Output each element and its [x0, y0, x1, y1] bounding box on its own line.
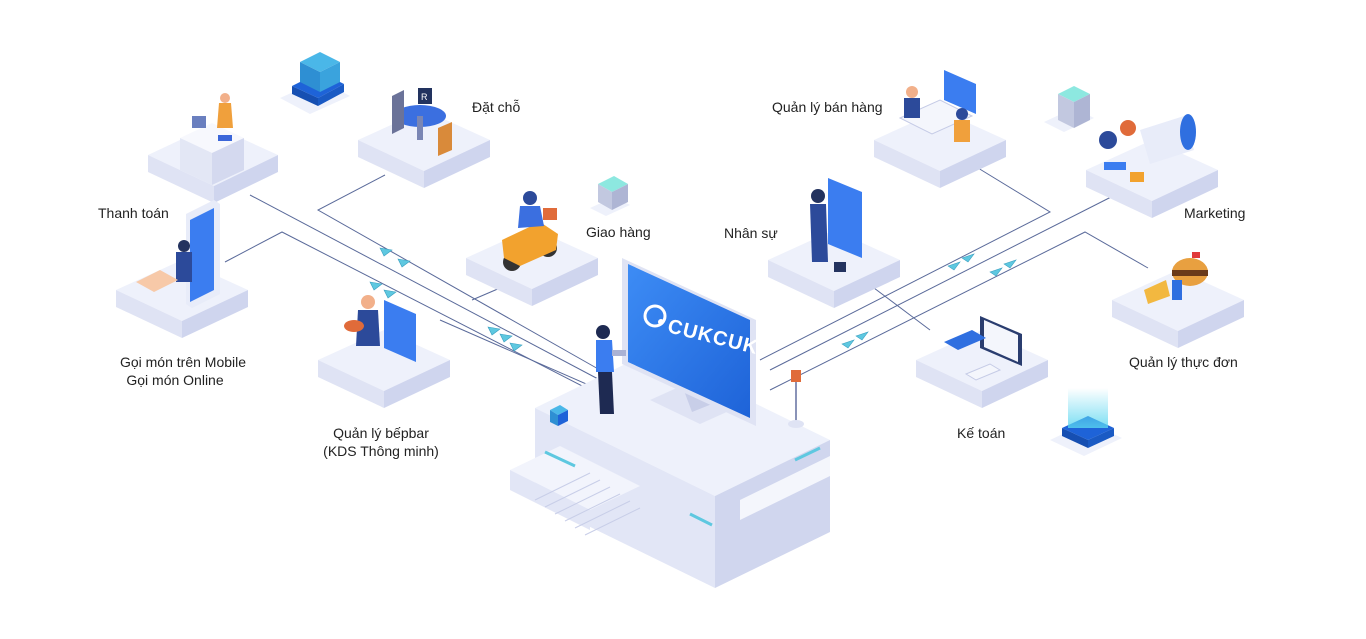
- flow-arrow: [487, 326, 501, 336]
- platform-payment: [148, 93, 278, 203]
- line-marketing: [769, 194, 1116, 371]
- label-accounting: Kế toán: [957, 425, 1006, 441]
- flow-arrow: [383, 289, 397, 299]
- connection-lines: [224, 167, 1149, 391]
- flow-arrow: [961, 253, 975, 263]
- decor-glow-cube: [1050, 388, 1122, 456]
- flow-arrow: [499, 333, 513, 343]
- label-kitchen-1: Quản lý bếpbar: [333, 425, 429, 441]
- presenter-person: [596, 325, 626, 414]
- flow-arrow: [509, 342, 523, 352]
- line-delivery: [471, 287, 501, 301]
- platform-mobile-order: [116, 200, 248, 338]
- central-monitor: [622, 258, 756, 426]
- platform-accounting: [916, 316, 1048, 408]
- flow-arrow: [947, 261, 961, 271]
- line-hr: [869, 284, 931, 331]
- line-sales: [759, 167, 1052, 361]
- flow-arrow: [397, 258, 411, 268]
- module-platforms: R: [116, 52, 1244, 456]
- line-payment: [249, 194, 601, 381]
- decor-cube-1: [280, 52, 350, 114]
- label-hr: Nhân sự: [724, 225, 778, 241]
- label-delivery: Giao hàng: [586, 224, 651, 240]
- flow-arrow: [379, 247, 393, 257]
- flow-arrow: [841, 339, 855, 349]
- stairs: [534, 472, 641, 536]
- flow-arrow: [989, 267, 1003, 277]
- label-mobile-order-1: Gọi món trên Mobile: [119, 354, 247, 370]
- label-sales: Quản lý bán hàng: [772, 99, 883, 115]
- line-kitchen: [439, 319, 601, 391]
- platform-sales: [874, 70, 1006, 188]
- decor-cube-3: [1044, 86, 1094, 132]
- label-mobile-order-2: Gọi món Online: [126, 372, 224, 388]
- svg-text:R: R: [421, 92, 428, 102]
- line-mobile: [224, 231, 591, 391]
- platform-reservation: R: [358, 88, 490, 188]
- label-menu: Quản lý thực đơn: [1129, 354, 1238, 370]
- label-reservation: Đặt chỗ: [472, 99, 521, 115]
- platform-menu: [1112, 252, 1244, 348]
- line-menu: [769, 231, 1149, 391]
- label-payment: Thanh toán: [98, 205, 169, 221]
- label-marketing: Marketing: [1184, 205, 1246, 221]
- platform-delivery: [466, 191, 598, 306]
- flow-arrow: [855, 331, 869, 341]
- decor-cube-2: [590, 176, 630, 216]
- platform-hr: [768, 178, 900, 308]
- flow-arrow: [1003, 259, 1017, 269]
- flow-arrow: [369, 281, 383, 291]
- line-reservation: [316, 174, 601, 371]
- label-kitchen-2: (KDS Thông minh): [323, 443, 439, 459]
- central-platform: [510, 352, 830, 588]
- flow-arrows: [369, 247, 1017, 352]
- platform-kitchen: [318, 295, 450, 408]
- platform-marketing: [1086, 114, 1218, 218]
